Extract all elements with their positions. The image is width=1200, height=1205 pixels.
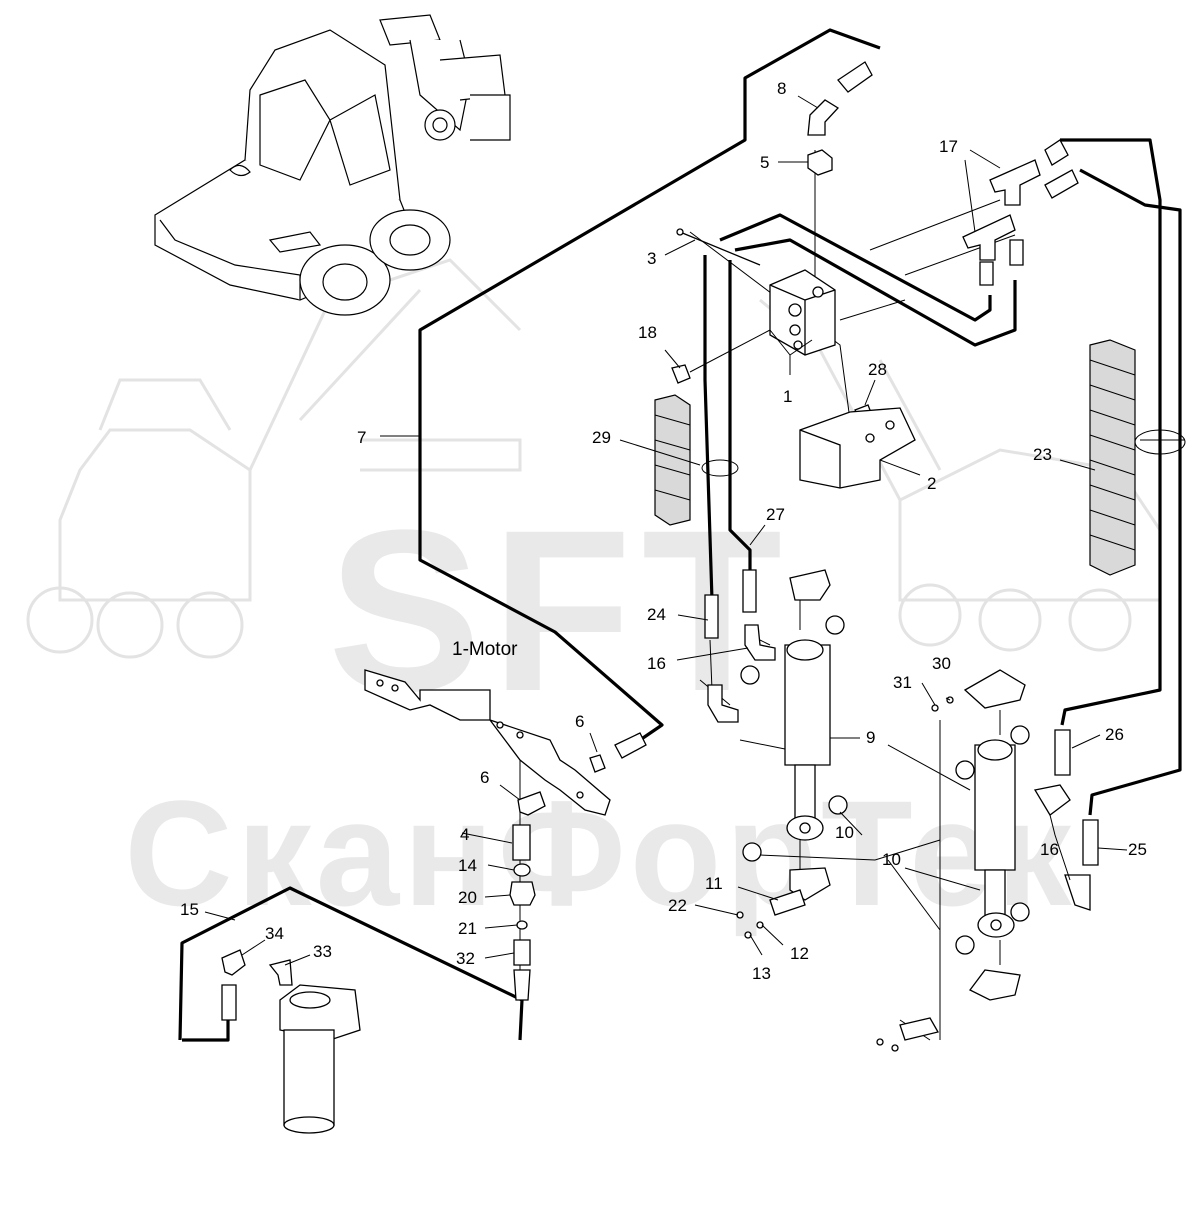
callout-23: 23 bbox=[1033, 445, 1052, 464]
fitting-27 bbox=[742, 569, 757, 613]
hydraulic-cylinder-right bbox=[955, 725, 1030, 1001]
seal-21 bbox=[516, 920, 528, 930]
callout-4: 4 bbox=[460, 825, 469, 844]
parts bbox=[221, 61, 1136, 1134]
callout-16-right: 16 bbox=[1040, 840, 1059, 859]
adapter-32 bbox=[513, 939, 531, 966]
nut-20 bbox=[509, 881, 536, 906]
elbow-33 bbox=[268, 959, 293, 986]
callout-24: 24 bbox=[647, 605, 666, 624]
hose-7 bbox=[418, 28, 881, 742]
callout-12: 12 bbox=[790, 944, 809, 963]
callout-17: 17 bbox=[939, 137, 958, 156]
nut-6a bbox=[589, 754, 606, 773]
callout-6-lower: 6 bbox=[480, 768, 489, 787]
leader-lines bbox=[204, 95, 1186, 966]
elbow-fitting-8 bbox=[807, 99, 840, 136]
nut-5 bbox=[807, 149, 833, 176]
elbow-16a bbox=[744, 624, 776, 661]
tee-fitting-17a bbox=[989, 159, 1041, 206]
hose-to-25 bbox=[1079, 168, 1182, 816]
callout-32: 32 bbox=[456, 949, 475, 968]
callout-6-upper: 6 bbox=[575, 712, 584, 731]
assembly-title: 1-Motor bbox=[452, 639, 518, 660]
machine-thumbnail bbox=[154, 14, 511, 316]
pin-11 bbox=[769, 889, 806, 916]
callout-27: 27 bbox=[766, 505, 785, 524]
callout-18: 18 bbox=[638, 323, 657, 342]
callout-3: 3 bbox=[647, 249, 656, 268]
callout-21: 21 bbox=[458, 919, 477, 938]
callout-16-left: 16 bbox=[647, 654, 666, 673]
callout-26: 26 bbox=[1105, 725, 1124, 744]
callout-20: 20 bbox=[458, 888, 477, 907]
callout-7: 7 bbox=[357, 428, 366, 447]
plug-18 bbox=[671, 364, 691, 384]
callout-2: 2 bbox=[927, 474, 936, 493]
bolt-3 bbox=[679, 231, 761, 266]
motor-bracket bbox=[364, 669, 611, 816]
callout-33: 33 bbox=[313, 942, 332, 961]
callout-1: 1 bbox=[783, 387, 792, 406]
callout-30: 30 bbox=[932, 654, 951, 673]
hose-to-26 bbox=[1060, 138, 1162, 726]
tee-fitting-17b bbox=[962, 214, 1016, 261]
callout-34: 34 bbox=[265, 924, 284, 943]
callout-13: 13 bbox=[752, 964, 771, 983]
filter-assembly bbox=[221, 949, 361, 1134]
fitting-25 bbox=[1082, 819, 1099, 866]
callout-8: 8 bbox=[777, 79, 786, 98]
callout-5: 5 bbox=[760, 153, 769, 172]
callout-28: 28 bbox=[868, 360, 887, 379]
callout-15: 15 bbox=[180, 900, 199, 919]
hydraulic-cylinder-9 bbox=[740, 569, 848, 901]
elbow-16b bbox=[707, 684, 739, 723]
washer-14 bbox=[513, 863, 531, 877]
callout-31: 31 bbox=[893, 673, 912, 692]
elbow-6b bbox=[517, 791, 546, 816]
callout-25: 25 bbox=[1128, 840, 1147, 859]
fitting-24 bbox=[704, 594, 719, 639]
callout-9: 9 bbox=[866, 728, 875, 747]
adapter-4 bbox=[512, 824, 531, 861]
spiral-guard-23 bbox=[1089, 339, 1136, 576]
elbow-34 bbox=[221, 949, 246, 976]
callout-14: 14 bbox=[458, 856, 477, 875]
callout-10-secondary: 10 bbox=[835, 823, 854, 842]
valve-block-1 bbox=[769, 269, 836, 356]
callout-10: 10 bbox=[882, 850, 901, 869]
callout-11: 11 bbox=[705, 874, 723, 893]
callout-22: 22 bbox=[668, 896, 687, 915]
fitting-26 bbox=[1054, 729, 1071, 776]
callout-29: 29 bbox=[592, 428, 611, 447]
hose-15 bbox=[178, 886, 524, 1041]
hydraulic-hoses bbox=[178, 28, 1182, 1042]
callout-labels: 8 5 3 17 18 1 28 7 29 2 23 27 24 16 30 3… bbox=[180, 79, 1147, 983]
